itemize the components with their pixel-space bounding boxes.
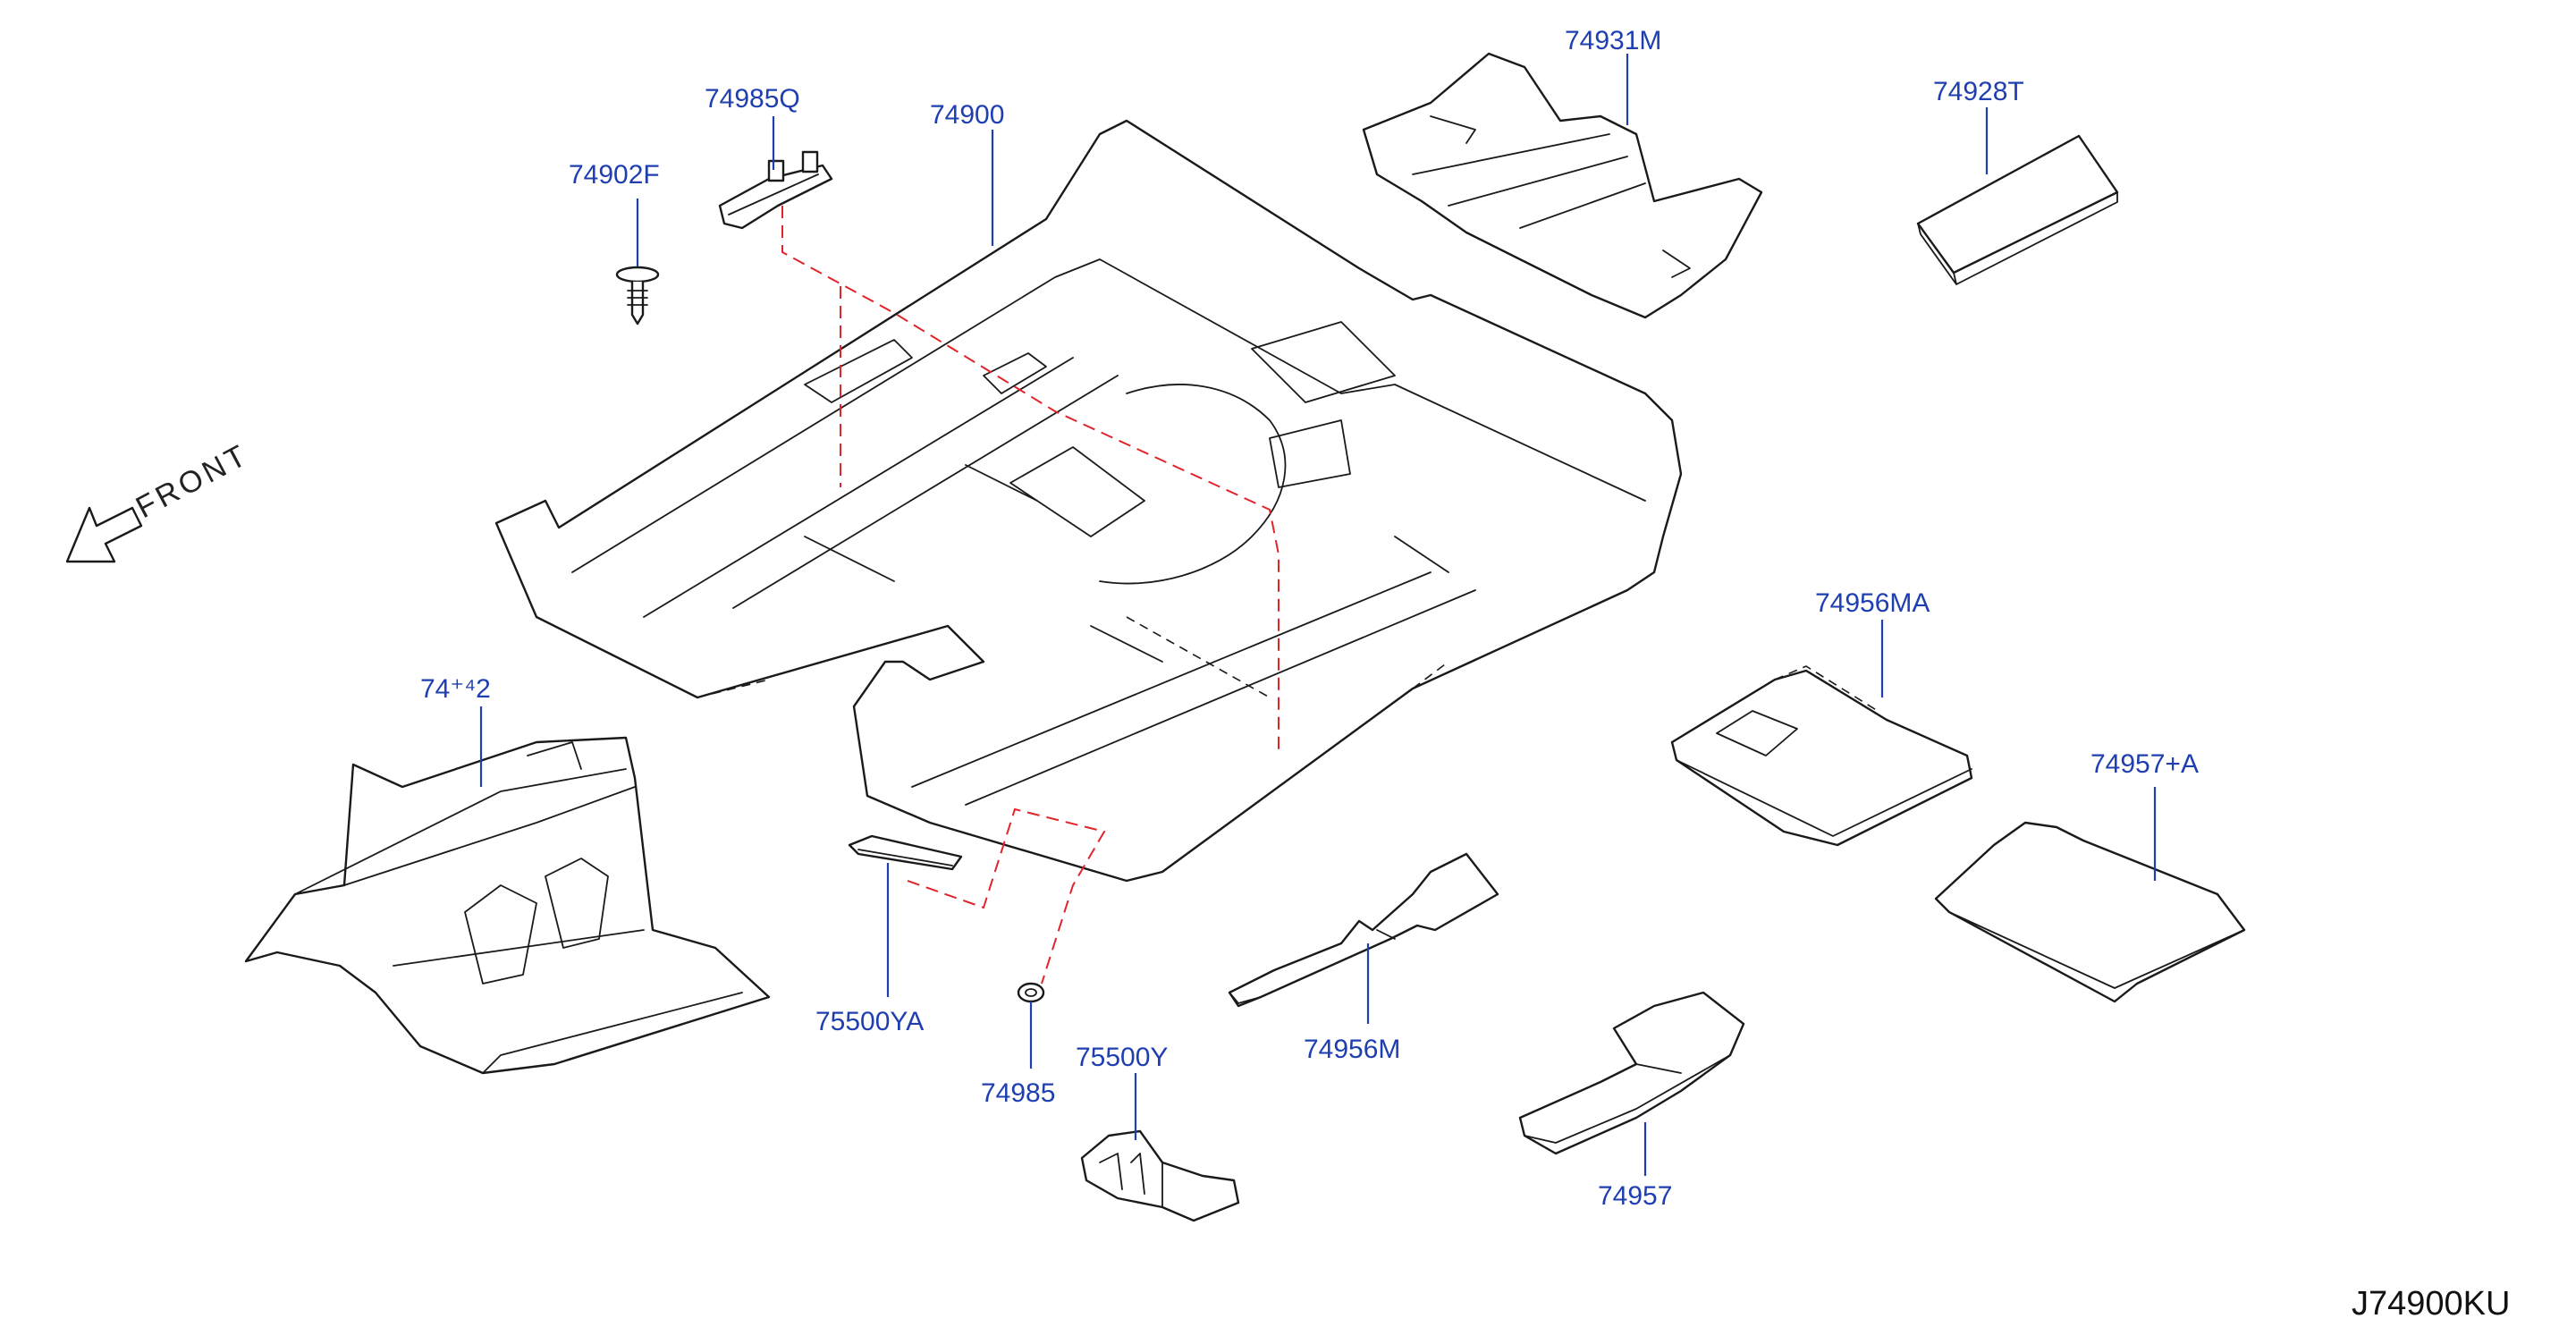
callout-74900: 74900 — [930, 100, 1004, 130]
callout-75500ya: 75500YA — [815, 1007, 924, 1036]
drawing-code: J74900KU — [2352, 1285, 2510, 1323]
pad-74957a — [1934, 821, 2246, 1003]
front-direction-indicator: FRONT — [65, 437, 255, 563]
bracket-75500y — [1080, 1129, 1240, 1222]
strip-74957 — [1518, 991, 1745, 1155]
callout-74985q: 74985Q — [705, 84, 800, 114]
front-label: FRONT — [131, 437, 255, 525]
rear-floor-mat-74931m — [1362, 52, 1763, 319]
callout-74928t: 74928T — [1933, 77, 2024, 106]
holder-74985q — [718, 150, 833, 230]
clip-74902f — [615, 266, 660, 325]
callout-75500y: 75500Y — [1076, 1043, 1168, 1072]
callout-74956ma: 74956MA — [1815, 588, 1930, 618]
callout-74956m: 74956M — [1304, 1035, 1400, 1064]
pad-74928t — [1916, 134, 2119, 285]
callout-74902f: 74902F — [569, 160, 660, 190]
strip-74956m — [1228, 852, 1499, 1008]
link-75500ya — [907, 807, 1106, 985]
front-floor-mat-74982 — [244, 736, 771, 1075]
callout-74982: 74⁺⁴2 — [420, 674, 491, 704]
callout-74931m: 74931M — [1565, 26, 1661, 55]
callout-74957a: 74957+A — [2090, 749, 2199, 779]
callout-labels: 74902F 74985Q 74900 74931M 74928T 74⁺⁴2 … — [420, 26, 2199, 1211]
front-arrow-icon — [65, 506, 143, 563]
pad-74956ma — [1670, 665, 1973, 847]
callout-74985: 74985 — [981, 1078, 1055, 1108]
dashed-links — [781, 206, 1280, 985]
link-74985q-floor — [781, 206, 1280, 751]
floor-carpet-74900 — [494, 119, 1683, 883]
callout-leaders — [479, 54, 2157, 1176]
callout-74957: 74957 — [1598, 1181, 1672, 1211]
grommet-74985 — [1017, 982, 1045, 1003]
strip-75500ya — [848, 834, 963, 871]
